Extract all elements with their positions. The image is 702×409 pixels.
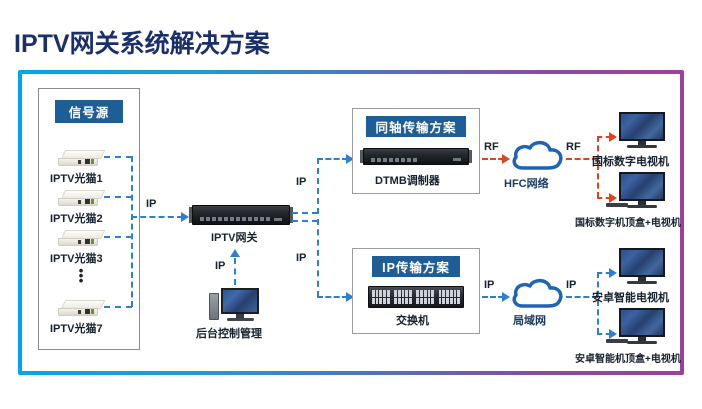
onu-icon	[58, 150, 106, 167]
gateway-out-stub-bottom	[292, 220, 318, 222]
link-label-console-to-gateway: IP	[215, 260, 226, 272]
hfc-cloud-label: HFC网络	[504, 178, 549, 190]
onu-link-7	[104, 306, 132, 308]
signal-source-device-label: IPTV光猫1	[50, 173, 103, 185]
ip-endpoint-label-2: 安卓智能机顶盒+电视机	[575, 354, 681, 365]
desktop-computer-icon-parts	[209, 285, 261, 325]
arrow-to-coax-endpoint-1	[609, 132, 617, 142]
onu-icon	[58, 230, 106, 247]
arrow-to-coax-endpoint-2	[609, 193, 617, 203]
arrow-to-hfc-cloud	[502, 154, 510, 164]
link-label-gateway-out-bottom: IP	[296, 252, 307, 264]
signal-source-device-label: IPTV光猫2	[50, 213, 103, 225]
link-label-ip-to-cloud: IP	[484, 279, 495, 291]
arrow-to-ip-endpoint-1	[609, 268, 617, 278]
settop-box-icon	[606, 339, 628, 343]
tv-with-settop-box-icon	[615, 172, 669, 212]
ip-link-endpoint-2	[597, 333, 611, 335]
ip-link-from-cloud	[566, 296, 598, 298]
gateway-out-riser-down	[317, 219, 319, 297]
ip-link-endpoint-1	[597, 272, 611, 274]
coax-endpoint-label-1: 国标数字电视机	[592, 156, 669, 168]
coax-link-to-cloud	[482, 158, 504, 160]
link-label-ip-from-cloud: IP	[566, 279, 577, 291]
console-label: 后台控制管理	[196, 328, 262, 340]
signal-source-device-label: IPTV光猫3	[50, 253, 103, 265]
tv-icon	[615, 112, 669, 152]
ip-device-label: 交换机	[396, 315, 429, 327]
vertical-ellipsis-icon: •••	[78, 263, 84, 288]
tv-with-settop-box-icon	[615, 308, 669, 348]
cloud-icon	[510, 276, 566, 310]
onu-link-3	[104, 236, 132, 238]
arrow-to-ip-branch	[346, 292, 354, 302]
gateway-out-riser-up	[317, 158, 319, 214]
link-label-source-to-gateway: IP	[146, 198, 157, 210]
arrow-to-ip-endpoint-2	[609, 329, 617, 339]
arrow-to-coax-branch	[346, 154, 354, 164]
settop-box-icon	[606, 203, 628, 207]
coax-endpoint-riser	[597, 136, 599, 198]
ip-endpoint-riser	[597, 272, 599, 334]
ip-endpoint-label-1: 安卓智能电视机	[592, 292, 669, 304]
signal-source-chip: 信号源	[55, 100, 123, 123]
coax-endpoint-label-2: 国标数字机顶盒+电视机	[575, 218, 681, 229]
link-label-rf-from-cloud: RF	[566, 141, 581, 153]
onu-icon	[58, 190, 106, 207]
lan-cloud-label: 局域网	[513, 315, 546, 327]
gateway-to-ip-branch	[317, 296, 348, 298]
rack-server-icon	[189, 205, 293, 225]
signal-source-device-label: IPTV光猫7	[50, 323, 103, 335]
gateway-out-stub-top	[292, 212, 318, 214]
onu-link-2	[104, 196, 132, 198]
coax-link-endpoint-1	[597, 136, 611, 138]
link-label-rf-to-cloud: RF	[484, 141, 499, 153]
rack-modulator-icon	[360, 148, 472, 165]
onu-trunk-line	[131, 156, 133, 307]
onu-link-1	[104, 156, 132, 158]
page-title: IPTV网关系统解决方案	[14, 30, 270, 58]
coax-device-label: DTMB调制器	[375, 175, 440, 187]
tv-icon	[615, 248, 669, 288]
onu-icon	[58, 300, 106, 317]
arrow-to-gateway	[181, 212, 189, 222]
network-switch-icon	[368, 286, 464, 308]
link-label-gateway-out-top: IP	[296, 176, 307, 188]
console-to-gateway-line	[234, 258, 236, 285]
coax-link-from-cloud	[566, 158, 598, 160]
onu-trunk-to-gateway	[131, 216, 183, 218]
coax-link-endpoint-2	[597, 197, 611, 199]
gateway-to-coax-branch	[317, 158, 348, 160]
gateway-label: IPTV网关	[211, 232, 258, 244]
arrow-console-to-gateway	[230, 249, 240, 257]
ip-branch-chip: IP传输方案	[372, 256, 460, 277]
coax-branch-chip: 同轴传输方案	[366, 116, 466, 137]
arrow-to-lan-cloud	[502, 292, 510, 302]
cloud-icon	[510, 138, 566, 172]
ip-link-to-cloud	[482, 296, 504, 298]
